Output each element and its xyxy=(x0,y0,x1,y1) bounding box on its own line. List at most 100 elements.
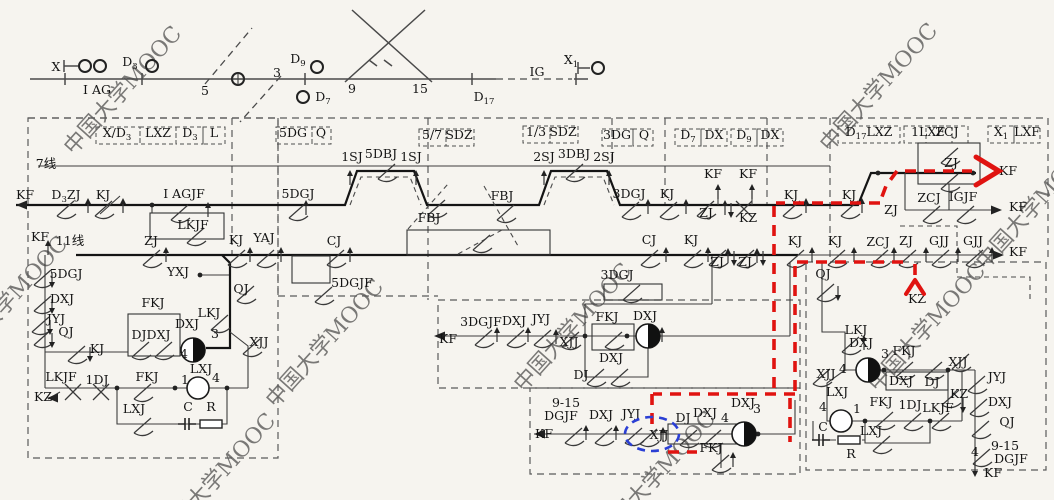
contact-icon xyxy=(708,249,729,269)
label-zj: ZJ xyxy=(899,233,913,248)
label-fbj: FBJ xyxy=(491,188,514,203)
arrow-up-icon xyxy=(525,327,531,342)
contact-icon xyxy=(736,249,757,269)
contact-icon xyxy=(564,427,585,447)
label-3: 3 xyxy=(273,65,281,80)
5dgj-box xyxy=(291,255,331,284)
arrow-down-icon xyxy=(960,398,966,413)
label-fkj: FKJ xyxy=(699,440,722,455)
label-3dg: 3DG xyxy=(603,127,631,142)
label-lxj: LXJ xyxy=(123,401,145,416)
label-4: 4 xyxy=(839,361,847,376)
contact-icon xyxy=(133,383,154,403)
label-5dg: 5DG xyxy=(279,125,307,140)
contact-icon xyxy=(67,345,88,365)
arrowhead-left-icon xyxy=(16,200,27,210)
label-jyj: JYJ xyxy=(986,369,1006,384)
label-5dgjf: 5DGJF xyxy=(331,275,373,290)
contact-icon xyxy=(872,435,893,455)
label-x-d-3-: X/D3 xyxy=(103,125,132,143)
relay-coil-icon xyxy=(855,357,881,383)
label-dxj: DXJ xyxy=(502,313,526,328)
contact-icon xyxy=(377,163,398,183)
label-i-ag: I AG xyxy=(83,82,111,97)
label-fkj: FKJ xyxy=(135,369,158,384)
contact-icon xyxy=(827,249,848,269)
label-xjj: XJJ xyxy=(560,334,579,349)
contact-icon xyxy=(326,249,347,269)
relay-contact-symbols xyxy=(16,147,1004,477)
xjj-blue-highlight-circle xyxy=(623,415,681,453)
signal-x1-lamp xyxy=(591,61,605,75)
junction-dot xyxy=(624,333,630,339)
label-x-1-: X1 xyxy=(994,124,1008,142)
label-kf: KF xyxy=(1009,244,1027,259)
label-zj: ZJ xyxy=(944,155,958,170)
label-kz: KZ xyxy=(950,386,968,401)
arrow-up-icon xyxy=(730,452,736,467)
contact-icon xyxy=(703,429,724,449)
label-lxj: LXJ xyxy=(826,384,848,399)
contact-icon xyxy=(812,368,833,388)
label-kf: KF xyxy=(704,166,722,181)
label-xjj: XJJ xyxy=(949,354,968,369)
label-kj: KJ xyxy=(842,187,856,202)
label-yaj: YAJ xyxy=(252,230,274,245)
arrow-down-icon xyxy=(49,273,55,288)
arrow-up-icon xyxy=(120,198,126,213)
label-xjj: XJJ xyxy=(817,366,836,381)
label-lkjf: LKJF xyxy=(177,217,209,232)
contact-icon xyxy=(472,234,493,254)
arrow-up-icon xyxy=(955,247,961,262)
junction-dot xyxy=(945,367,951,373)
label-dj: DJ xyxy=(573,367,588,382)
contact-icon xyxy=(227,249,248,269)
label-9: 9 xyxy=(348,81,356,96)
label-1: 1 xyxy=(853,401,861,416)
label-qj: QJ xyxy=(815,266,830,281)
junction-dot xyxy=(114,385,120,391)
label-1dj: 1DJ xyxy=(899,397,922,412)
label-ig: IG xyxy=(530,64,545,79)
arrow-up-icon xyxy=(645,199,651,214)
relay-coil-icon xyxy=(635,323,661,349)
label-zcj: ZCJ xyxy=(935,124,958,139)
contact-icon xyxy=(474,329,495,349)
contact-icon xyxy=(639,428,660,448)
label-dxj: DXJ xyxy=(599,350,623,365)
label-dx: DX xyxy=(761,127,780,142)
label-d-9-: D9 xyxy=(290,51,305,69)
label-sdz: SDZ xyxy=(445,127,473,142)
signal-x1-mast xyxy=(577,62,590,74)
arrow-up-icon xyxy=(861,335,867,350)
watermark: 中国大学MOOC xyxy=(261,275,389,413)
contact-icon xyxy=(659,201,680,221)
label-3dgj: 3DGJ xyxy=(601,267,634,282)
label-kj: KJ xyxy=(90,341,104,356)
label-gjj: GJJ xyxy=(963,233,983,248)
label-lxj: LXJ xyxy=(860,423,882,438)
route-red-arrowhead-icon xyxy=(973,154,1004,188)
arrowhead-right-icon xyxy=(993,250,1004,260)
label-kf: KF xyxy=(984,465,1002,480)
arrow-down-icon xyxy=(835,286,841,301)
arrow-updown-icon xyxy=(754,248,766,266)
contact-icon xyxy=(924,361,945,381)
arrow-updown-icon xyxy=(725,248,737,266)
contact-icon xyxy=(594,427,615,447)
contact-icon xyxy=(640,249,661,269)
contact-icon xyxy=(816,283,837,303)
label-kf: KF xyxy=(999,163,1017,178)
highlighted-route-overlay xyxy=(623,154,1004,454)
arrow-up-icon xyxy=(583,425,589,440)
label-dxj: DXJ xyxy=(889,373,913,388)
contact-icon xyxy=(561,331,582,351)
label-dx: DX xyxy=(705,127,724,142)
arrow-up-icon xyxy=(205,202,211,217)
arrow-updown-icon xyxy=(722,200,734,218)
label-yxj: YXJ xyxy=(166,264,189,279)
label-l: L xyxy=(210,125,218,140)
